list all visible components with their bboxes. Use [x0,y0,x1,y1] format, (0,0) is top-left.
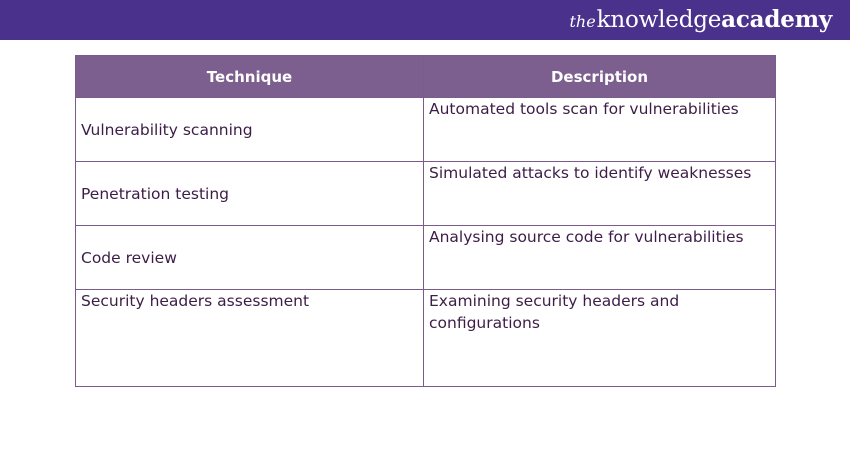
brand-logo-the: the [569,12,596,31]
table-header-row: Technique Description [75,55,776,98]
technique-cell: Security headers assessment [75,289,424,387]
table-row: Code review Analysing source code for vu… [75,225,776,290]
header-technique: Technique [75,55,424,98]
technique-cell: Vulnerability scanning [75,97,424,162]
brand-logo-academy: academy [721,6,832,33]
top-banner: the knowledge academy [0,0,850,40]
techniques-table: Technique Description Vulnerability scan… [75,55,776,387]
technique-cell: Penetration testing [75,161,424,226]
brand-logo-knowledge: knowledge [596,7,722,33]
description-cell: Automated tools scan for vulnerabilities [423,97,776,162]
table-row: Vulnerability scanning Automated tools s… [75,97,776,162]
table-row: Security headers assessment Examining se… [75,289,776,387]
description-cell: Simulated attacks to identify weaknesses [423,161,776,226]
header-description: Description [423,55,776,98]
table-row: Penetration testing Simulated attacks to… [75,161,776,226]
brand-logo: the knowledge academy [569,3,832,37]
description-cell: Examining security headers and configura… [423,289,776,387]
technique-cell: Code review [75,225,424,290]
description-cell: Analysing source code for vulnerabilitie… [423,225,776,290]
